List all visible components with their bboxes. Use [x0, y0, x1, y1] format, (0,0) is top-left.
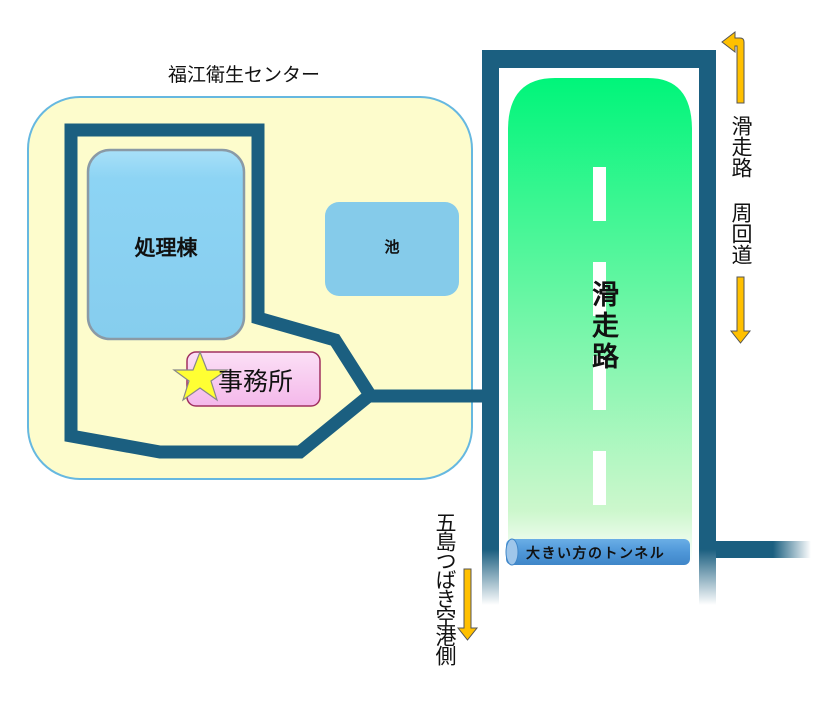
tunnel[interactable]: [506, 539, 690, 565]
perimeter-road-right: [699, 50, 716, 605]
office-label[interactable]: 事務所: [218, 367, 294, 396]
pond-label: 池: [384, 238, 400, 256]
perimeter-road-left: [482, 50, 499, 605]
tunnel-entrance-icon: [505, 538, 519, 566]
perimeter-road-label: 滑走路 周回道: [729, 115, 753, 265]
arrow-down-airport-icon: [456, 568, 479, 641]
perimeter-road-top: [482, 50, 716, 68]
arrow-up-left-icon: [721, 30, 745, 104]
runway: [508, 78, 692, 605]
arrow-down-icon: [729, 276, 752, 344]
facility-road: [64, 123, 379, 459]
processing-building-label: 処理棟: [134, 236, 198, 260]
tunnel-label[interactable]: 大きい方のトンネル: [526, 546, 666, 562]
runway-label: 滑走路: [587, 280, 618, 373]
star-icon: [172, 350, 229, 402]
east-road: [716, 541, 811, 558]
airport-side-label: 五島つばき空港側: [433, 512, 457, 664]
processing-building: [86, 148, 246, 341]
pond: [325, 202, 459, 296]
runway-centerline: [593, 167, 606, 505]
facility-title: 福江衛生センター: [168, 64, 321, 86]
